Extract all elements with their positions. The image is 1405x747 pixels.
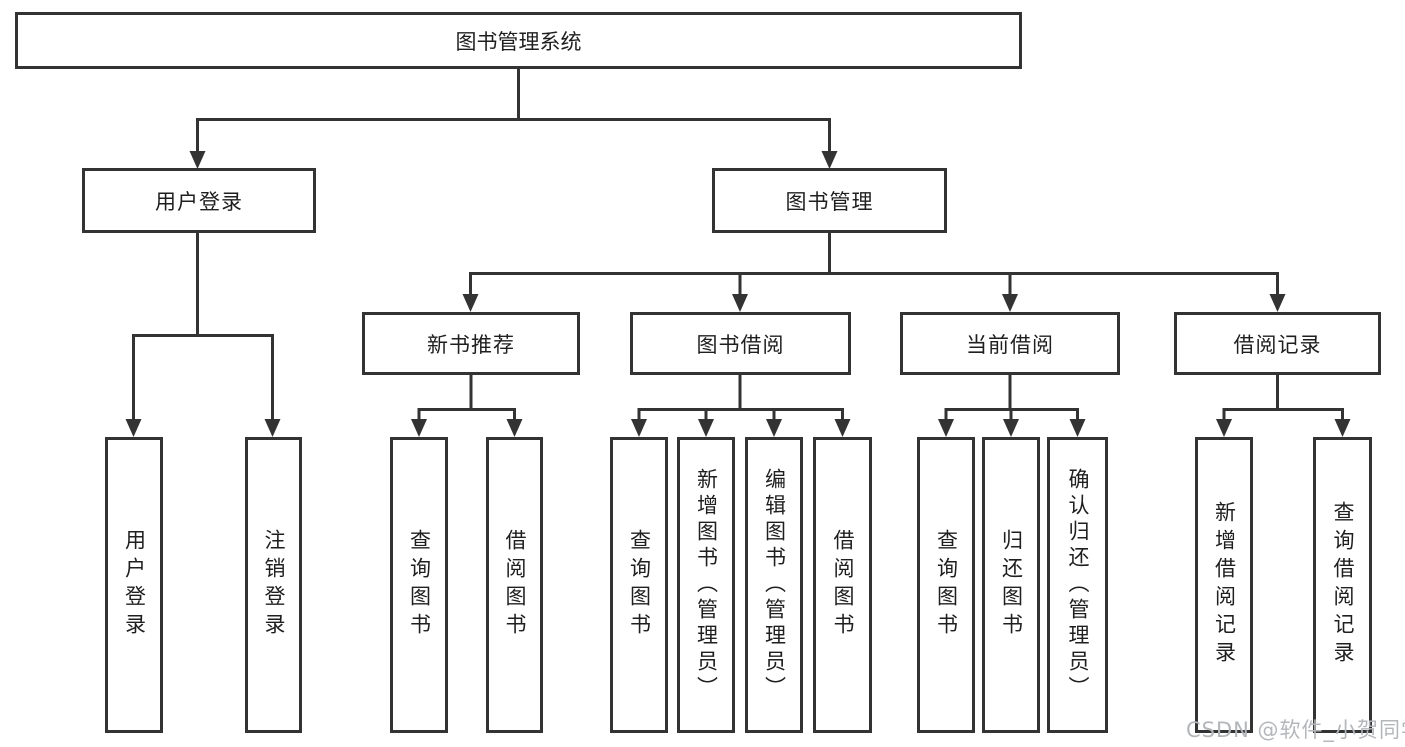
leaf-logout: 注销登录	[245, 437, 302, 733]
node-book-borrowing: 图书借阅	[630, 312, 851, 375]
leaf-edit-books-admin: 编辑图书（管理员）	[745, 437, 803, 733]
node-current-borrowing: 当前借阅	[900, 312, 1120, 375]
node-borrowing-records: 借阅记录	[1174, 312, 1381, 375]
node-book-management: 图书管理	[712, 168, 947, 233]
node-new-book-recommendation: 新书推荐	[362, 312, 580, 375]
leaf-confirm-return-admin: 确认归还（管理员）	[1047, 437, 1108, 733]
leaf-query-books-current: 查询图书	[917, 437, 975, 733]
leaf-query-borrow-record: 查询借阅记录	[1313, 437, 1372, 733]
leaf-query-books-borrowing: 查询图书	[610, 437, 668, 733]
leaf-borrow-books: 借阅图书	[813, 437, 872, 733]
leaf-borrow-books-recommend: 借阅图书	[486, 437, 543, 733]
leaf-add-books-admin: 新增图书（管理员）	[677, 437, 735, 733]
leaf-return-books: 归还图书	[982, 437, 1040, 733]
node-user-login: 用户登录	[82, 168, 316, 233]
leaf-add-borrow-record: 新增借阅记录	[1195, 437, 1253, 733]
csdn-watermark: CSDN @软件_小贺同学	[1186, 718, 1405, 742]
leaf-user-login: 用户登录	[105, 437, 163, 733]
leaf-query-books-recommend: 查询图书	[390, 437, 448, 733]
node-root-system: 图书管理系统	[15, 12, 1022, 69]
